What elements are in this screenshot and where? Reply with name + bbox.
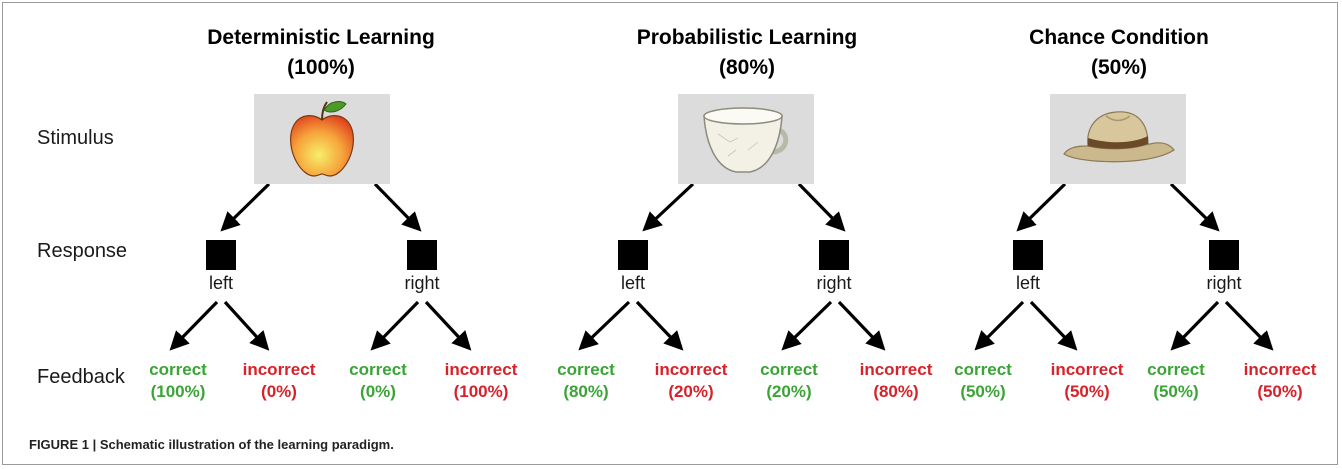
feedback-label: correct — [760, 360, 818, 379]
cup-icon — [703, 107, 789, 173]
feedback-percent: (80%) — [873, 382, 919, 401]
arrow — [1224, 300, 1274, 351]
feedback-correct: correct (50%) — [1121, 359, 1231, 403]
arrow — [578, 300, 631, 351]
arrow — [223, 300, 270, 351]
apple-icon — [290, 101, 354, 177]
condition-percent: (50%) — [1090, 56, 1148, 79]
feedback-label: incorrect — [1050, 360, 1124, 379]
feedback-percent: (50%) — [1064, 382, 1110, 401]
feedback-percent: (50%) — [1153, 382, 1199, 401]
response-box-left — [1013, 240, 1043, 270]
figure-caption: FIGURE 1 | Schematic illustration of the… — [29, 437, 394, 452]
arrow — [424, 300, 472, 351]
response-box-right — [407, 240, 437, 270]
feedback-label: correct — [557, 360, 615, 379]
response-box-left — [206, 240, 236, 270]
feedback-correct: correct (0%) — [323, 359, 433, 403]
feedback-percent: (0%) — [360, 382, 396, 401]
feedback-percent: (20%) — [668, 382, 714, 401]
response-label-left: left — [208, 273, 233, 293]
arrow — [220, 182, 271, 232]
arrow — [642, 182, 695, 232]
response-box-right — [819, 240, 849, 270]
condition-title-text: Probabilistic Learning — [636, 26, 858, 49]
stimulus-image — [678, 94, 814, 184]
feedback-incorrect: incorrect (100%) — [426, 359, 536, 403]
feedback-label: correct — [349, 360, 407, 379]
response-box-left — [618, 240, 648, 270]
arrow — [974, 300, 1025, 351]
arrow — [1029, 300, 1078, 351]
feedback-label: incorrect — [859, 360, 933, 379]
feedback-percent: (50%) — [1257, 382, 1303, 401]
hat-icon — [1063, 111, 1175, 163]
feedback-label: correct — [1147, 360, 1205, 379]
feedback-percent: (20%) — [766, 382, 812, 401]
feedback-incorrect: incorrect (0%) — [224, 359, 334, 403]
feedback-correct: correct (100%) — [123, 359, 233, 403]
feedback-percent: (80%) — [563, 382, 609, 401]
arrow — [635, 300, 684, 351]
feedback-label: correct — [149, 360, 207, 379]
feedback-incorrect: incorrect (50%) — [1032, 359, 1142, 403]
feedback-incorrect: incorrect (80%) — [841, 359, 951, 403]
condition-percent: (100%) — [287, 56, 355, 79]
arrow-layer — [169, 182, 1274, 351]
feedback-label: incorrect — [1243, 360, 1317, 379]
feedback-percent: (50%) — [960, 382, 1006, 401]
arrow — [781, 300, 833, 351]
arrow — [1170, 300, 1220, 351]
response-label-right: right — [816, 273, 852, 293]
feedback-label: incorrect — [654, 360, 728, 379]
feedback-incorrect: incorrect (20%) — [636, 359, 746, 403]
response-label-right: right — [1206, 273, 1242, 293]
condition-percent: (80%) — [718, 56, 776, 79]
arrow — [370, 300, 420, 351]
arrow — [1169, 182, 1220, 232]
arrow — [169, 300, 219, 351]
feedback-percent: (0%) — [261, 382, 297, 401]
arrow — [837, 300, 886, 351]
feedback-percent: (100%) — [150, 382, 206, 401]
arrows-condition-2 — [578, 182, 886, 351]
feedback-correct: correct (20%) — [734, 359, 844, 403]
response-label-right: right — [404, 273, 440, 293]
feedback-incorrect: incorrect (50%) — [1225, 359, 1335, 403]
arrow — [373, 182, 422, 232]
arrows-condition-1 — [169, 182, 472, 351]
response-box-right — [1209, 240, 1239, 270]
condition-title-text: Deterministic Learning — [207, 26, 435, 49]
feedback-label: incorrect — [444, 360, 518, 379]
arrows-condition-3 — [974, 182, 1274, 351]
response-label-left: left — [620, 273, 645, 293]
feedback-correct: correct (50%) — [928, 359, 1038, 403]
condition-title-text: Chance Condition — [1029, 26, 1209, 49]
stimulus-image — [1050, 94, 1186, 184]
row-label-response: Response — [37, 240, 128, 262]
stimulus-image — [254, 94, 390, 184]
feedback-percent: (100%) — [453, 382, 509, 401]
feedback-correct: correct (80%) — [531, 359, 641, 403]
feedback-label: correct — [954, 360, 1012, 379]
arrow — [797, 182, 846, 232]
condition-title: Deterministic Learning (100%) — [171, 23, 471, 83]
response-label-left: left — [1015, 273, 1040, 293]
feedback-label: incorrect — [242, 360, 316, 379]
row-label-stimulus: Stimulus — [37, 127, 114, 149]
row-label-feedback: Feedback — [37, 366, 125, 388]
arrow — [1016, 182, 1067, 232]
condition-title: Chance Condition (50%) — [969, 23, 1269, 83]
condition-title: Probabilistic Learning (80%) — [597, 23, 897, 83]
